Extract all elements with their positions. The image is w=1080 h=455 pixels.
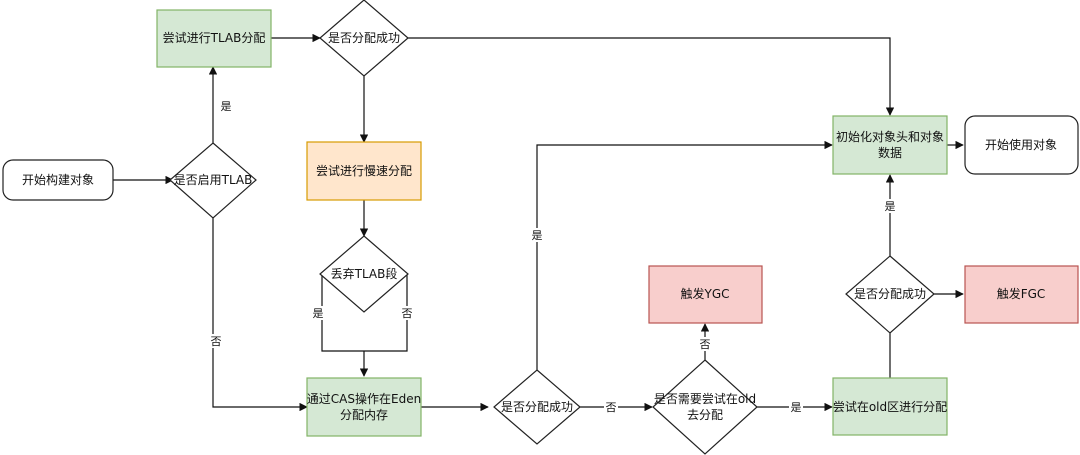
old-alloc-label: 尝试在old区进行分配 <box>833 399 947 414</box>
edge-label-discard-yes: 是 <box>313 307 324 320</box>
discard-tlab-label: 丢弃TLAB段 <box>331 266 398 281</box>
cas-eden-node <box>306 377 422 437</box>
use-object-node <box>964 115 1079 175</box>
edge-label-ygc-no: 否 <box>700 338 711 351</box>
edge-label-old-success-yes: 是 <box>885 200 896 213</box>
cas-eden-label-line1: 通过CAS操作在Eden <box>307 391 421 406</box>
old-success-label: 是否分配成功 <box>854 287 926 301</box>
edge-label-eden-yes: 是 <box>532 229 543 242</box>
edge-discard-yes <box>321 274 364 352</box>
tlab-success-decision <box>319 0 409 77</box>
trigger-fgc-label: 触发FGC <box>997 286 1046 301</box>
edge-label-tlab-yes: 是 <box>221 100 232 113</box>
need-old-label-line1: 是否需要尝试在old <box>654 391 756 406</box>
cas-eden-label-line2: 分配内存 <box>340 408 388 422</box>
init-object-label-line2: 数据 <box>878 145 902 160</box>
trigger-ygc-label: 触发YGC <box>680 286 729 301</box>
need-old-decision <box>652 359 758 455</box>
edge-eden-yes <box>536 140 833 370</box>
init-object-node <box>832 115 948 175</box>
start-node <box>2 159 114 201</box>
tlab-enabled-decision <box>169 142 257 219</box>
discard-tlab-decision <box>319 235 409 313</box>
eden-success-decision <box>493 369 581 445</box>
slow-alloc-label: 尝试进行慢速分配 <box>316 163 412 178</box>
try-tlab-label: 尝试进行TLAB分配 <box>163 30 266 45</box>
edge-tlab-no <box>212 218 308 412</box>
edge-label-tlab-no: 否 <box>211 335 222 348</box>
try-tlab-node <box>156 9 272 68</box>
eden-success-label: 是否分配成功 <box>501 400 573 414</box>
old-alloc-node <box>832 377 948 436</box>
edge-discard-no <box>364 274 408 352</box>
edge-label-eden-no: 否 <box>606 401 617 414</box>
start-node-label: 开始构建对象 <box>22 172 94 187</box>
use-object-label: 开始使用对象 <box>985 137 1057 152</box>
tlab-enabled-label: 是否启用TLAB <box>174 173 253 187</box>
trigger-ygc-node <box>648 265 763 324</box>
trigger-fgc-node <box>964 265 1079 324</box>
slow-alloc-node <box>306 141 422 201</box>
need-old-label-line2: 去分配 <box>687 408 723 422</box>
edge-tlab-success-yes <box>408 37 895 116</box>
init-object-label-line1: 初始化对象头和对象 <box>836 130 944 144</box>
old-success-decision <box>845 255 935 334</box>
edge-label-old-yes: 是 <box>791 401 802 414</box>
edge-label-discard-no: 否 <box>402 307 413 320</box>
tlab-success-label: 是否分配成功 <box>328 31 400 45</box>
